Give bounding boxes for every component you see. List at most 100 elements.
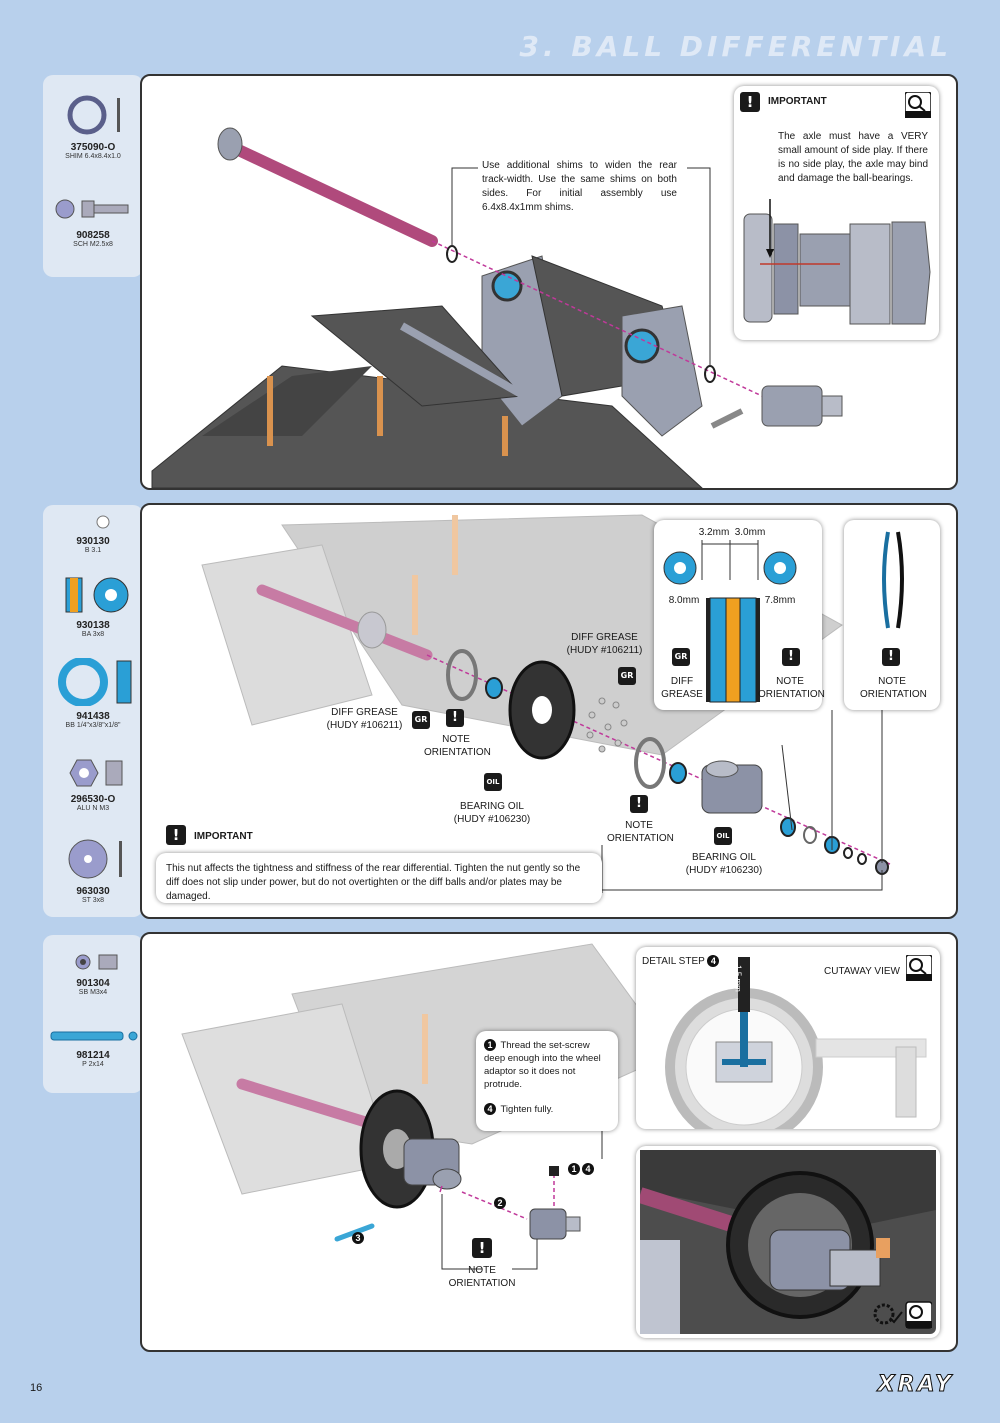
set-screw-icon <box>75 954 118 970</box>
diff-grease-label-left: DIFF GREASE (HUDY #106211) <box>326 707 403 731</box>
part-nut: 296530-O ALU N M3 <box>43 757 143 812</box>
important-box-step1: ! IMPORTANT The axle must have a VERY sm… <box>734 86 939 340</box>
part-ball: 930130 B 3.1 <box>43 513 143 554</box>
part-desc: BB 1/4"x3/8"x1/8" <box>65 722 121 729</box>
part-shim: 375090-O SHIM 6.4x8.4x1.0 <box>43 93 143 160</box>
part-set-screw: 901304 SB M3x4 <box>43 951 143 996</box>
grease-icon: GR <box>672 648 690 666</box>
diff-grease-box-label: DIFF GREASE <box>661 676 703 700</box>
part-desc: B 3.1 <box>84 547 102 554</box>
instructions-box: 1 Thread the set-screw deep enough into … <box>476 1031 618 1131</box>
oil-icon: OIL <box>484 773 502 791</box>
belleville-washer-icon <box>882 531 904 629</box>
instruction-1: 1 Thread the set-screw deep enough into … <box>484 1039 601 1090</box>
screw-icon <box>55 199 129 219</box>
washer-detail-box: ! NOTE ORIENTATION <box>844 520 940 710</box>
note-orientation-label: NOTE ORIENTATION <box>758 676 825 700</box>
part-desc: P 2x14 <box>82 1061 104 1068</box>
note-orientation-label: NOTE ORIENTATION <box>424 734 491 758</box>
part-code: 981214 <box>76 1050 110 1061</box>
part-desc: ALU N M3 <box>76 805 110 812</box>
important-icon: ! <box>446 709 464 727</box>
dim-label: 7.8mm <box>764 595 796 606</box>
important-icon: ! <box>740 92 760 112</box>
part-pin: 981214 P 2x14 <box>43 1027 143 1068</box>
detail-icon <box>906 955 932 981</box>
bearing-large-icon <box>58 657 132 707</box>
step1-illustration <box>151 127 843 488</box>
part-code: 296530-O <box>70 794 116 805</box>
dim-label: 3.2mm <box>698 527 730 538</box>
shim-detail-box: 3.2mm 3.0mm 8.0mm 7.8mm GR DIFF GREASE !… <box>654 520 825 710</box>
grease-icon: GR <box>412 711 430 729</box>
bearing-oil-label-right: BEARING OIL (HUDY #106230) <box>685 852 763 876</box>
important-icon: ! <box>782 648 800 666</box>
bearing-oil-label-left: BEARING OIL (HUDY #106230) <box>453 801 531 825</box>
parts-column-step1: 375090-O SHIM 6.4x8.4x1.0 908258 SCH M2.… <box>43 75 143 277</box>
ball-icon <box>96 515 110 529</box>
part-ball-bearing-small: 930138 BA 3x8 <box>43 575 143 638</box>
parts-column-step3: 901304 SB M3x4 981214 P 2x14 <box>43 935 143 1093</box>
part-code: 963030 <box>76 886 110 897</box>
assembled-view-box <box>636 1146 940 1338</box>
part-washer: 963030 ST 3x8 <box>43 837 143 904</box>
important-icon: ! <box>882 648 900 666</box>
important-icon: ! <box>630 795 648 813</box>
step1-panel: Use additional shims to widen the rear t… <box>140 74 958 490</box>
oil-icon: OIL <box>714 827 732 845</box>
section-title: 3. BALL DIFFERENTIAL <box>519 30 952 63</box>
part-code: 901304 <box>76 978 110 989</box>
important-text: This nut affects the tightness and stiff… <box>166 863 581 902</box>
cutaway-box: DETAIL STEP 4 1.5 mm CUTAWAY VIEW <box>636 947 940 1129</box>
part-code: 941438 <box>76 711 110 722</box>
note-orientation-label: NOTE ORIENTATION <box>860 676 927 700</box>
instruction-4: 4 Tighten fully. <box>484 1103 612 1117</box>
detail-icon <box>905 92 931 118</box>
cutaway-illustration <box>665 957 927 1129</box>
part-code: 908258 <box>76 230 110 241</box>
important-text: The axle must have a VERY small amount o… <box>778 131 928 184</box>
check-detail-icon <box>873 1301 932 1329</box>
cutaway-view-label: CUTAWAY VIEW <box>824 966 900 977</box>
part-desc: SHIM 6.4x8.4x1.0 <box>65 153 121 160</box>
dim-label: 3.0mm <box>734 527 766 538</box>
shim-icon <box>67 95 120 135</box>
nut-icon <box>69 759 123 787</box>
note-orientation-label: NOTE ORIENTATION <box>607 820 674 844</box>
part-screw: 908258 SCH M2.5x8 <box>43 193 143 248</box>
important-title: IMPORTANT <box>194 831 253 842</box>
dim-label: 8.0mm <box>668 595 700 606</box>
part-desc: SCH M2.5x8 <box>73 241 113 248</box>
important-box-step2: This nut affects the tightness and stiff… <box>156 853 602 903</box>
important-title: IMPORTANT <box>768 96 827 107</box>
detail-step-label: DETAIL STEP 4 <box>642 955 722 968</box>
tool-size-label: 1.5 mm <box>733 965 743 992</box>
shims-note: Use additional shims to widen the rear t… <box>482 160 677 213</box>
diff-grease-label-right: DIFF GREASE (HUDY #106211) <box>566 632 643 656</box>
bearing-small-icon <box>65 577 129 613</box>
part-code: 930138 <box>76 620 110 631</box>
part-code: 930130 <box>76 536 110 547</box>
shim-diagram <box>663 540 797 703</box>
part-desc: ST 3x8 <box>81 897 105 904</box>
assembled-illustration <box>640 1150 936 1334</box>
important-icon: ! <box>472 1238 492 1258</box>
washer-icon <box>68 839 122 879</box>
step2-panel: DIFF GREASE (HUDY #106211) GR ! NOTE ORI… <box>140 503 958 919</box>
grease-icon: GR <box>618 667 636 685</box>
part-ball-bearing-large: 941438 BB 1/4"x3/8"x1/8" <box>43 657 143 729</box>
pin-icon <box>50 1031 138 1041</box>
xray-logo: XRAY <box>877 1372 954 1398</box>
page-number: 16 <box>30 1382 43 1394</box>
side-play-illustration <box>743 199 931 325</box>
parts-column-step2: 930130 B 3.1 930138 BA 3x8 941438 BB 1/4… <box>43 505 143 917</box>
part-desc: SB M3x4 <box>78 989 108 996</box>
note-orientation-label: NOTE ORIENTATION <box>448 1265 516 1289</box>
step-num-3: 3 <box>352 1232 366 1245</box>
important-icon: ! <box>166 825 186 845</box>
part-desc: BA 3x8 <box>81 631 105 638</box>
step-num-2: 2 <box>494 1197 508 1210</box>
part-code: 375090-O <box>70 142 116 153</box>
